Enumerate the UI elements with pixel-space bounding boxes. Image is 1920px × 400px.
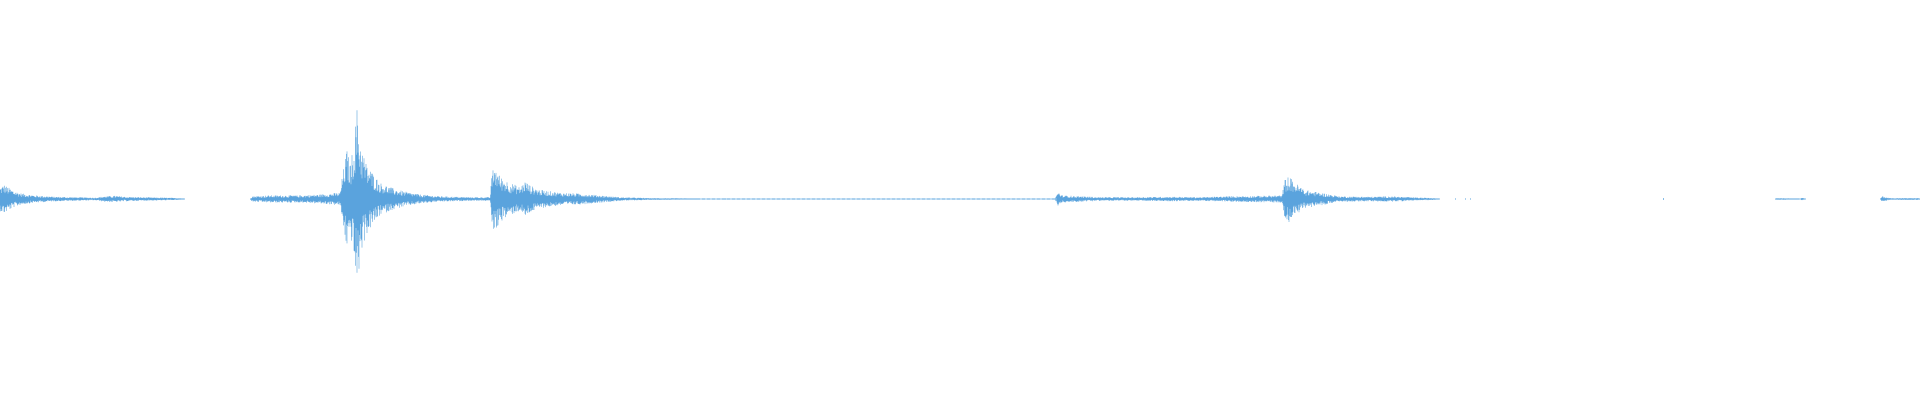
waveform-signal — [0, 110, 1920, 273]
waveform-dot — [670, 198, 671, 200]
waveform-dot — [697, 198, 698, 200]
waveform-dot — [664, 198, 665, 200]
waveform-dot — [1455, 198, 1456, 200]
waveform-dot — [1470, 198, 1471, 200]
waveform-dot — [1663, 198, 1664, 200]
waveform-dot — [1465, 198, 1466, 200]
waveform-dot — [660, 198, 661, 200]
waveform-dot — [675, 198, 676, 200]
waveform-dot — [725, 198, 726, 200]
